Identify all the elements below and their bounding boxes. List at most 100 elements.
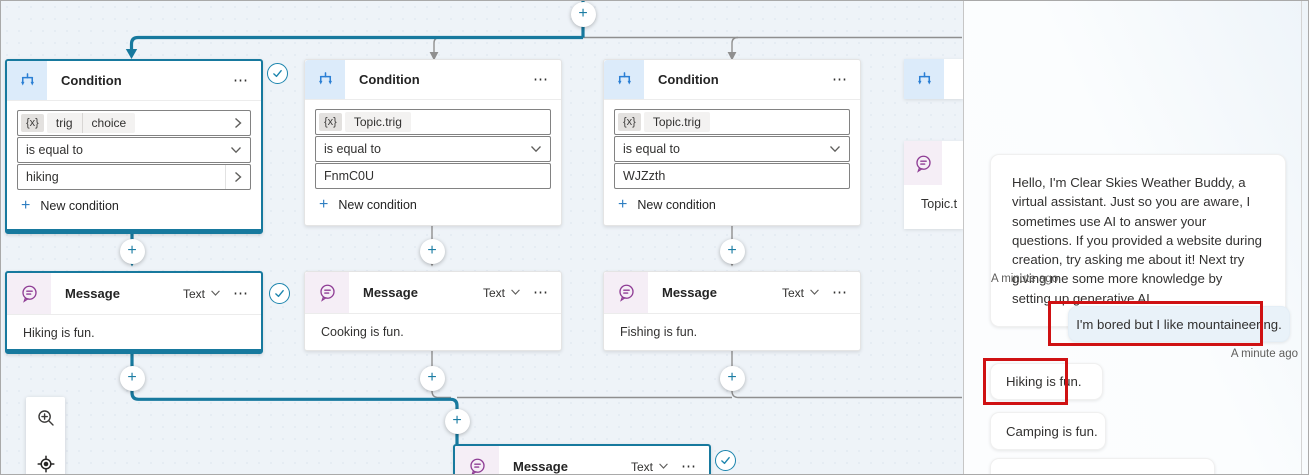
plus-icon: + (618, 196, 628, 213)
node-title: Message (363, 285, 418, 300)
annotation-highlight-user-message (1048, 301, 1263, 346)
bot-reply-bubble: Camping is fun. (990, 412, 1106, 450)
add-node-button[interactable]: + (444, 408, 470, 434)
message-icon (604, 272, 648, 313)
condition-variable-field[interactable]: {x} Topic.trig (315, 109, 551, 135)
message-node-1[interactable]: Message Text ⋯ Hiking is fun. (5, 271, 263, 354)
condition-node-2[interactable]: Condition ⋯ {x} Topic.trig is equal to (304, 59, 562, 226)
authoring-canvas[interactable]: + + + + + + + + Condition ⋯ (1, 1, 963, 475)
plus-icon: + (319, 196, 329, 213)
new-condition-button[interactable]: + New condition (319, 196, 417, 213)
node-body-text: Topic.t (921, 197, 958, 211)
user-message-bubble: I'm bored but I like mountaineering. (1068, 306, 1290, 342)
bot-reply-bubble: Hiking is fun. (990, 363, 1103, 400)
variable-chip: Topic.trig (652, 115, 701, 129)
condition-operator-dropdown[interactable]: is equal to (17, 137, 251, 163)
add-node-button[interactable]: + (719, 365, 745, 391)
condition-operator-dropdown[interactable]: is equal to (315, 136, 551, 162)
condition-icon (7, 61, 47, 100)
more-options-icon[interactable]: ⋯ (832, 71, 848, 88)
condition-value-field[interactable]: FnmC0U (315, 163, 551, 189)
chevron-down-icon (810, 289, 819, 295)
add-node-button[interactable]: + (119, 238, 145, 264)
message-timestamp: A minute ago (991, 273, 1059, 285)
node-header: Condition ⋯ (604, 60, 860, 100)
message-node-2[interactable]: Message Text ⋯ Cooking is fun. (304, 271, 562, 351)
condition-node-1[interactable]: Condition ⋯ {x} trig choice (5, 59, 263, 234)
chevron-right-icon[interactable] (226, 117, 242, 129)
node-header: Message Text ⋯ (305, 272, 561, 314)
message-icon (904, 141, 942, 185)
chevron-down-icon (511, 289, 520, 295)
condition-variable-field[interactable]: {x} Topic.trig (614, 109, 850, 135)
variable-chip: trig (55, 116, 73, 130)
message-icon (455, 446, 499, 474)
message-body-text[interactable]: Hiking is fun. (23, 326, 95, 340)
center-canvas-button[interactable] (35, 453, 57, 474)
add-node-button[interactable]: + (719, 238, 745, 264)
new-condition-button[interactable]: + New condition (21, 197, 119, 214)
run-success-check-icon (267, 63, 288, 84)
variable-token-icon: {x} (21, 114, 44, 132)
message-body-text[interactable]: Cooking is fun. (321, 325, 404, 339)
chevron-down-icon (211, 290, 220, 296)
message-type-dropdown[interactable]: Text (631, 460, 669, 474)
add-node-button[interactable]: + (119, 365, 145, 391)
chevron-down-icon (821, 145, 841, 153)
message-body-text[interactable]: Fishing is fun. (620, 325, 698, 339)
message-type-dropdown[interactable]: Text (483, 286, 521, 300)
condition-node-3[interactable]: Condition ⋯ {x} Topic.trig is equal to (603, 59, 861, 226)
zoom-in-button[interactable] (35, 407, 57, 429)
more-options-icon[interactable]: ⋯ (832, 284, 848, 301)
more-options-icon[interactable]: ⋯ (233, 72, 249, 89)
test-chat-panel[interactable]: Hello, I'm Clear Skies Weather Buddy, a … (963, 1, 1308, 474)
message-node-3[interactable]: Message Text ⋯ Fishing is fun. (603, 271, 861, 351)
node-header (904, 141, 963, 185)
plus-icon: + (21, 197, 31, 214)
condition-icon (305, 60, 345, 99)
annotation-highlight-bot-reply (983, 358, 1068, 405)
node-title: Message (65, 286, 120, 301)
node-header: Message Text ⋯ (7, 273, 261, 315)
add-node-button[interactable]: + (570, 1, 596, 27)
condition-icon (604, 60, 644, 99)
add-node-button[interactable]: + (419, 365, 445, 391)
more-options-icon[interactable]: ⋯ (681, 458, 697, 475)
condition-value-field[interactable]: hiking (17, 164, 251, 190)
node-title: Message (513, 459, 568, 474)
message-type-dropdown[interactable]: Text (782, 286, 820, 300)
more-options-icon[interactable]: ⋯ (233, 285, 249, 302)
node-title: Condition (359, 72, 420, 87)
more-options-icon[interactable]: ⋯ (533, 284, 549, 301)
node-header: Condition ⋯ (7, 61, 261, 101)
message-node-4[interactable]: Message Text ⋯ (453, 444, 711, 475)
message-timestamp: A minute ago (1230, 348, 1298, 360)
chevron-down-icon (222, 146, 242, 154)
condition-node-partial[interactable] (904, 59, 963, 99)
variable-chip: choice (81, 113, 136, 133)
more-options-icon[interactable]: ⋯ (533, 71, 549, 88)
message-node-partial[interactable]: Topic.t (904, 141, 963, 229)
condition-variable-field[interactable]: {x} trig choice (17, 110, 251, 136)
variable-token-icon: {x} (319, 113, 342, 131)
node-header: Message Text ⋯ (604, 272, 860, 314)
chevron-right-icon[interactable] (225, 165, 242, 189)
message-icon (305, 272, 349, 313)
chevron-down-icon (522, 145, 542, 153)
run-success-check-icon (269, 283, 290, 304)
condition-value-field[interactable]: WJZzth (614, 163, 850, 189)
node-header: Condition ⋯ (305, 60, 561, 100)
bot-reply-bubble-partial (990, 458, 1215, 474)
run-success-check-icon (715, 450, 736, 471)
condition-operator-dropdown[interactable]: is equal to (614, 136, 850, 162)
message-type-dropdown[interactable]: Text (183, 287, 221, 301)
condition-icon (904, 59, 944, 99)
node-title: Message (662, 285, 717, 300)
variable-token-icon: {x} (618, 113, 641, 131)
node-title: Condition (658, 72, 719, 87)
message-icon (7, 273, 51, 314)
add-node-button[interactable]: + (419, 238, 445, 264)
chat-scrollbar[interactable] (1301, 1, 1302, 474)
new-condition-button[interactable]: + New condition (618, 196, 716, 213)
